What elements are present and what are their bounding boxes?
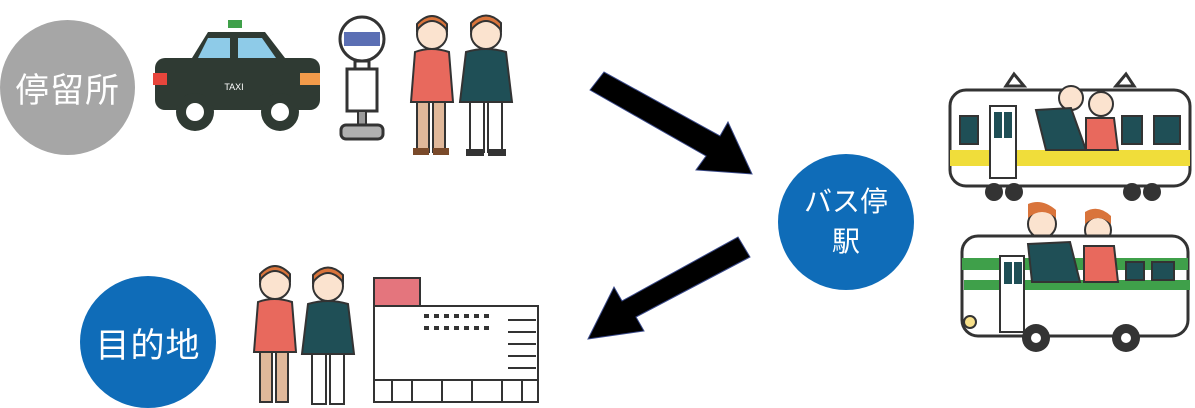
arrow-icon <box>587 236 751 340</box>
person-woman-icon <box>252 265 298 403</box>
person-man-icon <box>458 14 514 156</box>
taxi-icon: TAXI <box>153 20 320 131</box>
arrow-icon <box>589 71 753 175</box>
stop-label: 停留所 <box>15 71 120 111</box>
person-man-icon <box>300 266 356 405</box>
bus-station-circle: バス停 駅 <box>778 154 914 290</box>
bus-stop-label: バス停 <box>803 185 888 218</box>
bus-stop-sign-icon <box>338 15 386 141</box>
taxi-sign: TAXI <box>224 82 243 92</box>
stop-circle: 停留所 <box>0 20 135 155</box>
destination-circle: 目的地 <box>80 276 216 408</box>
station-label: 駅 <box>831 225 860 258</box>
train-icon <box>948 71 1192 201</box>
person-woman-icon <box>409 15 455 155</box>
building-icon <box>373 277 539 403</box>
bus-icon <box>960 202 1190 352</box>
destination-label: 目的地 <box>95 325 201 366</box>
